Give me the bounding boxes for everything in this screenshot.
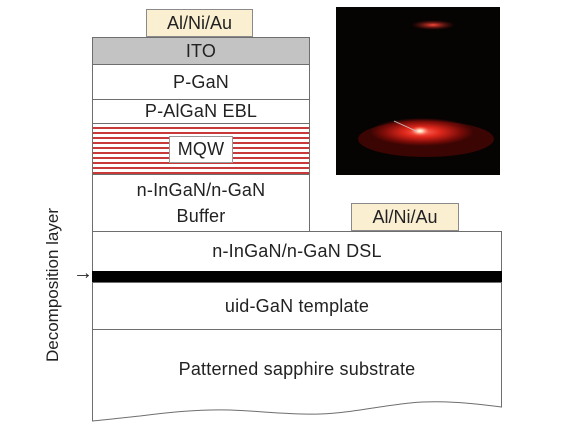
ito-label: ITO [185, 40, 217, 61]
buffer-label-line2: Buffer [176, 206, 226, 226]
top-contact: Al/Ni/Au [146, 9, 253, 37]
buffer-label-line1: n-InGaN/n-GaN [136, 180, 266, 200]
dsl-label: n-InGaN/n-GaN DSL [212, 241, 382, 261]
side-contact: Al/Ni/Au [351, 203, 459, 231]
p-gan-layer: P-GaN [92, 64, 310, 100]
mqw-layer: MQW [92, 123, 310, 175]
template-layer: uid-GaN template [92, 282, 502, 330]
substrate-label: Patterned sapphire substrate [178, 358, 416, 379]
top-contact-label: Al/Ni/Au [166, 12, 233, 33]
ebl-label: P-AlGaN EBL [144, 101, 258, 121]
dsl-layer: n-InGaN/n-GaN DSL [92, 231, 502, 272]
side-contact-label: Al/Ni/Au [372, 206, 438, 227]
mqw-label: MQW [168, 135, 234, 163]
p-gan-label: P-GaN [172, 71, 229, 92]
substrate-layer: Patterned sapphire substrate [92, 330, 502, 408]
buffer-layer: n-InGaN/n-GaN Buffer [92, 174, 310, 232]
arrow-right-icon: → [73, 262, 93, 284]
decomposition-layer-text: Decomposition layer [43, 207, 62, 363]
decomposition-layer [92, 271, 502, 282]
template-label: uid-GaN template [224, 295, 370, 316]
emission-photo [336, 7, 500, 175]
